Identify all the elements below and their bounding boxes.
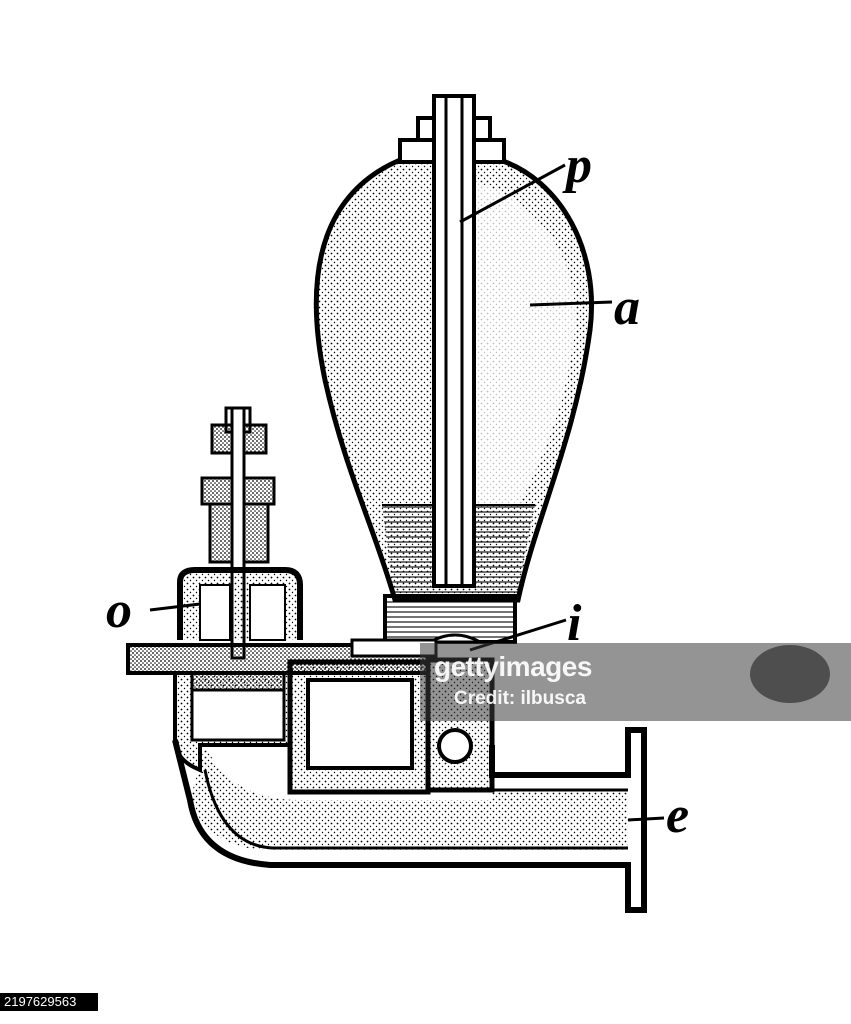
leader-p [459, 163, 566, 224]
leader-a [529, 300, 613, 307]
outlet-pipe [172, 727, 647, 913]
image-id: 2197629563 [0, 993, 98, 1011]
watermark-credit: Credit: ilbusca [454, 688, 586, 709]
watermark-brand: gettyimages [434, 651, 592, 682]
label-i: i [567, 595, 582, 652]
watermark-banner: gettyimages Credit: ilbusca [420, 643, 851, 721]
label-o: o [106, 582, 132, 639]
central-tube [432, 94, 476, 588]
watermark-circle [750, 645, 830, 703]
leader-o [149, 602, 201, 612]
label-e: e [666, 787, 690, 844]
label-p: p [566, 137, 592, 194]
label-a: a [614, 279, 640, 336]
leader-e [627, 816, 665, 822]
